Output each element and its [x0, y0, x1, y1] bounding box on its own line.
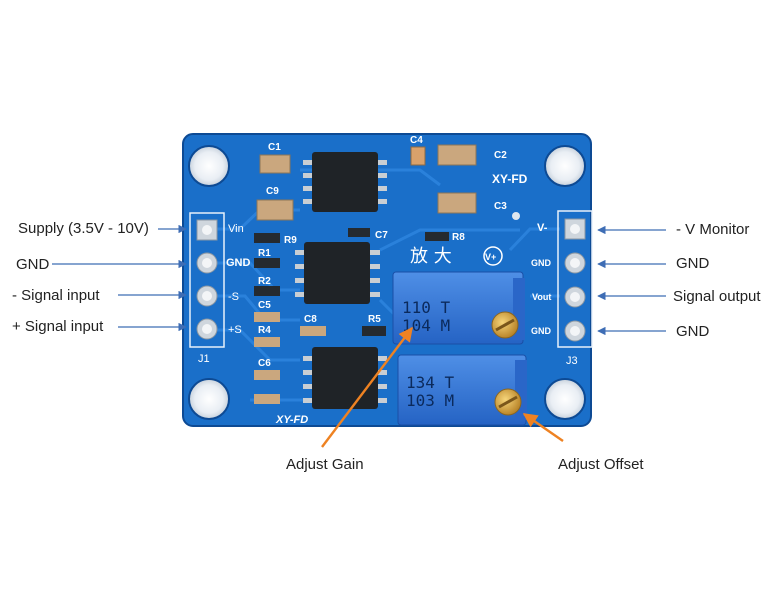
- mounting-hole: [544, 378, 586, 420]
- silk-r4: R4: [258, 325, 271, 336]
- silk-r8: R8: [452, 232, 465, 243]
- silk-j1: J1: [198, 353, 210, 365]
- mounting-hole: [188, 378, 230, 420]
- label-minus-signal: - Signal input: [12, 287, 100, 304]
- silk-c4: C4: [410, 135, 423, 146]
- trimpot-offset-line2: 103 M: [406, 391, 454, 410]
- silk-r9: R9: [284, 235, 297, 246]
- silk-vin: Vin: [228, 223, 244, 235]
- label-plus-signal: + Signal input: [12, 318, 104, 335]
- test-point: [512, 212, 520, 220]
- silk-plus-s: +S: [228, 324, 242, 336]
- mounting-hole: [544, 145, 586, 187]
- silk-c7: C7: [375, 230, 388, 241]
- trimpot-offset: [397, 354, 527, 426]
- label-gnd-right-1: GND: [676, 255, 710, 272]
- label-gnd-left: GND: [16, 256, 50, 273]
- arrow-adjust-gain: [321, 326, 413, 448]
- silk-c1: C1: [268, 142, 281, 153]
- label-adjust-offset: Adjust Offset: [558, 456, 644, 473]
- silk-c8: C8: [304, 314, 317, 325]
- silk-board-name-bottom: XY-FD: [275, 414, 308, 426]
- trimpot-gain: [392, 271, 525, 345]
- silk-board-name-top: XY-FD: [492, 172, 528, 186]
- header-j3-outline: [557, 210, 593, 348]
- silk-c9: C9: [266, 186, 279, 197]
- trimpot-gain-line1: 110 T: [402, 298, 451, 317]
- arrow-adjust-offset: [522, 413, 564, 442]
- label-gnd-right-2: GND: [676, 323, 710, 340]
- silk-vout: Vout: [532, 292, 551, 302]
- silk-gnd-right-2: GND: [531, 326, 552, 336]
- trimpot-offset-line1: 134 T: [406, 373, 455, 392]
- passive-components: [254, 144, 477, 404]
- trimpot-gain-line2: 104 M: [402, 316, 450, 335]
- ic-middle: [295, 242, 380, 304]
- silk-vplus: V+: [485, 252, 496, 262]
- silk-c2: C2: [494, 150, 507, 161]
- silk-c5: C5: [258, 300, 271, 311]
- silk-c6: C6: [258, 358, 271, 369]
- silk-j3: J3: [566, 355, 578, 367]
- ic-top: [303, 152, 387, 212]
- silk-r2: R2: [258, 276, 271, 287]
- header-j3-pins: [564, 218, 586, 342]
- silk-gnd-left: GND: [226, 257, 251, 269]
- label-v-monitor: - V Monitor: [676, 221, 750, 238]
- vplus-marking: [483, 246, 503, 266]
- mounting-hole: [188, 145, 230, 187]
- silk-r5: R5: [368, 314, 381, 325]
- silk-c3: C3: [494, 201, 507, 212]
- header-j1-pins: [196, 219, 218, 340]
- silk-r1: R1: [258, 248, 271, 259]
- label-signal-output: Signal output: [673, 288, 761, 305]
- silk-minus-s: -S: [228, 291, 239, 303]
- silk-cn-text: 放 大: [410, 246, 452, 267]
- label-adjust-gain: Adjust Gain: [286, 456, 364, 473]
- header-j1-outline: [189, 212, 225, 348]
- label-supply: Supply (3.5V - 10V): [18, 220, 149, 237]
- silk-vminus: V-: [537, 222, 548, 234]
- silk-gnd-right-1: GND: [531, 258, 552, 268]
